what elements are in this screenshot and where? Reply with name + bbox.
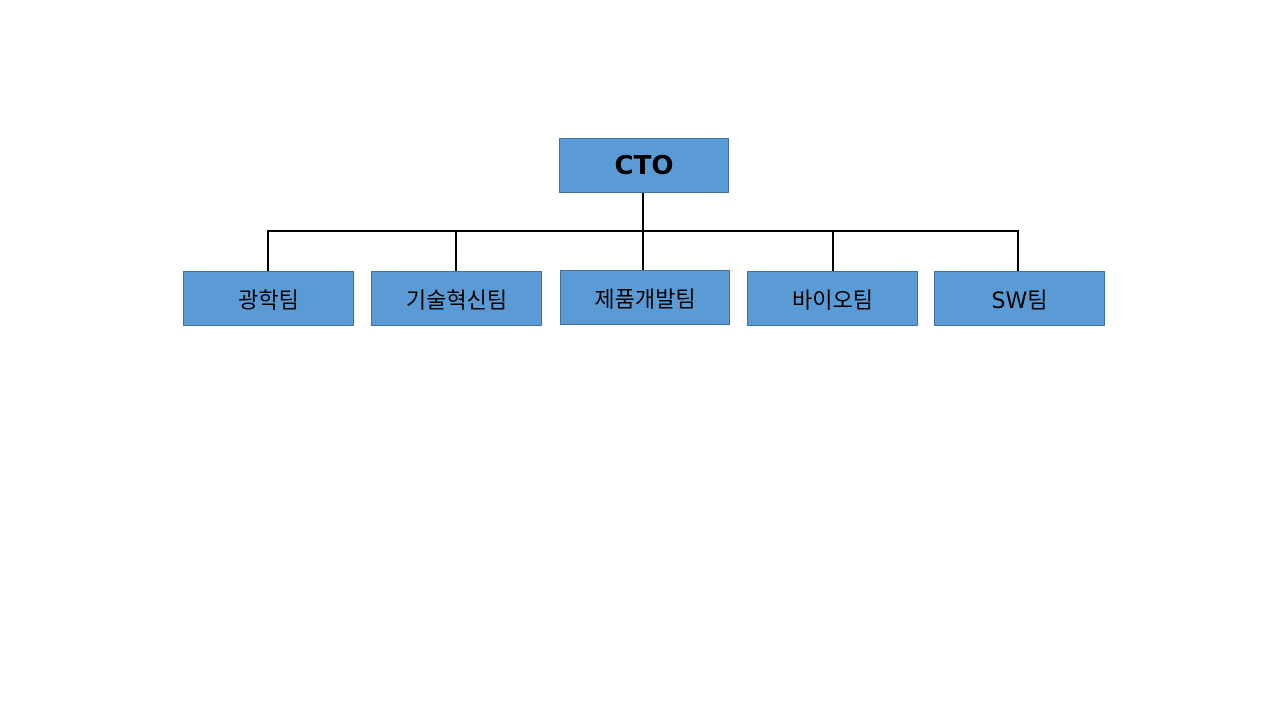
org-node-team-4[interactable]: 바이오팀 xyxy=(747,271,918,326)
org-node-team-4-label: 바이오팀 xyxy=(792,288,873,314)
org-node-team-5-label: SW팀 xyxy=(991,288,1048,314)
org-node-cto-label: CTO xyxy=(614,150,674,181)
org-node-team-1[interactable]: 광학팀 xyxy=(183,271,354,326)
org-node-team-3-label: 제품개발팀 xyxy=(594,287,696,313)
org-node-team-1-label: 광학팀 xyxy=(238,288,299,314)
org-node-team-3[interactable]: 제품개발팀 xyxy=(560,270,730,325)
org-node-cto[interactable]: CTO xyxy=(559,138,729,193)
org-node-team-2-label: 기술혁신팀 xyxy=(405,288,508,314)
org-node-team-5[interactable]: SW팀 xyxy=(934,271,1105,326)
org-node-team-2[interactable]: 기술혁신팀 xyxy=(371,271,542,326)
